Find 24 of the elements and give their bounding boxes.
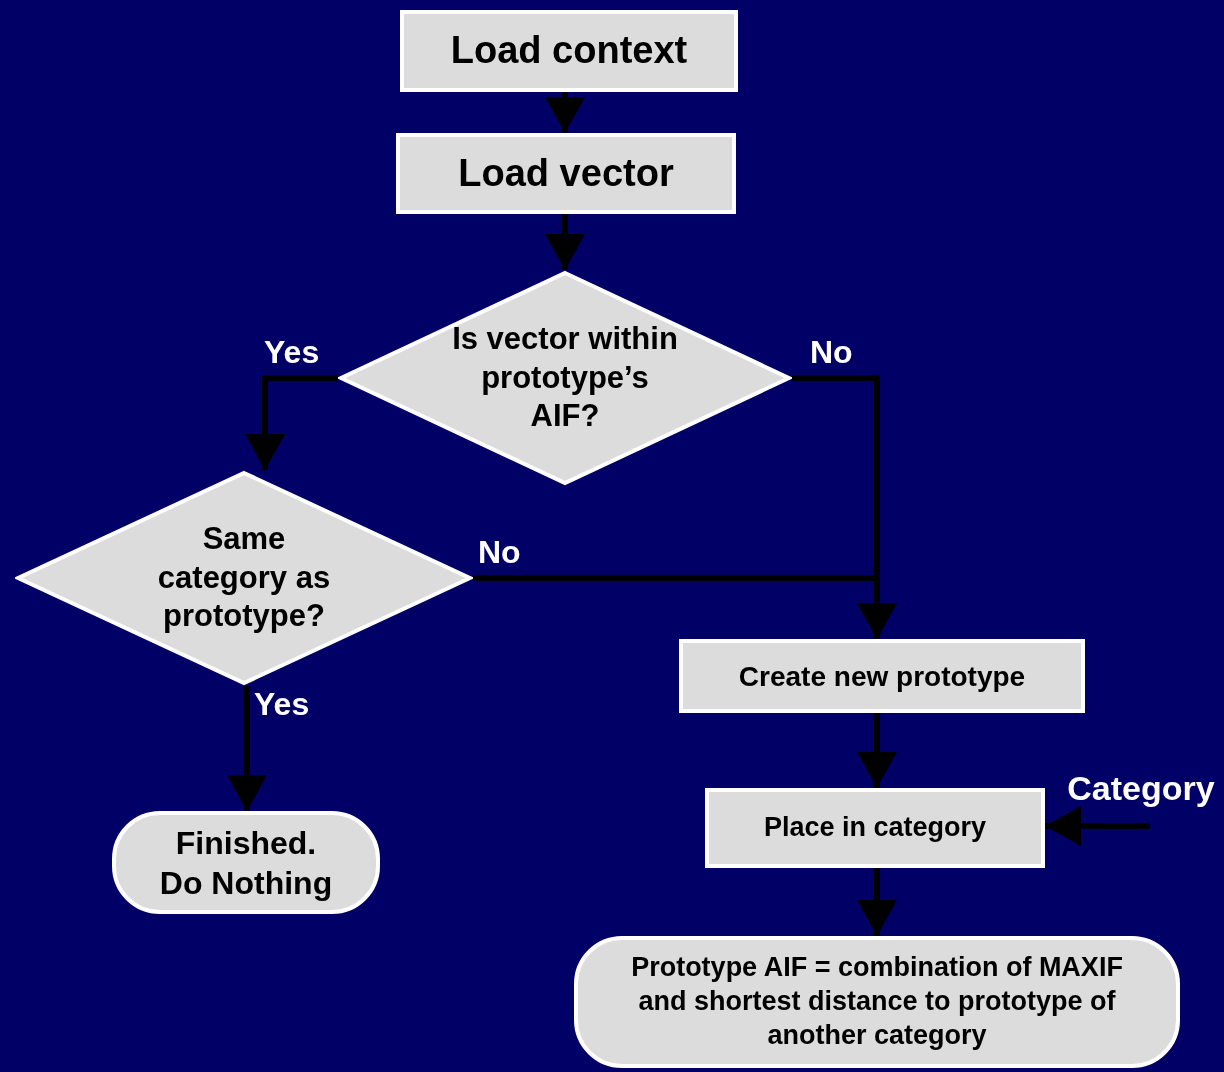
- arrow: [1045, 806, 1150, 846]
- process-box: [679, 639, 1085, 713]
- arrow: [545, 92, 585, 133]
- decision-diamond: [338, 270, 792, 486]
- process-box: [396, 133, 736, 214]
- process-box: [400, 10, 738, 92]
- node-text: Same category as prototype?: [156, 519, 332, 636]
- node-text: Finished.: [175, 823, 317, 863]
- node-text: Create new prototype: [738, 659, 1026, 694]
- node-text: Is vector within prototype’s AIF?: [451, 319, 679, 436]
- terminal-box: [574, 936, 1180, 1068]
- node-text: Load context: [450, 28, 688, 74]
- arrow: [857, 868, 897, 936]
- node-text: Load vector: [458, 150, 674, 196]
- node-text: Place in category: [763, 811, 987, 845]
- arrow: [245, 375, 338, 470]
- node-text: Do Nothing: [159, 863, 333, 903]
- arrow: [545, 214, 585, 270]
- input-label: Category: [1058, 766, 1224, 810]
- process-box: [705, 788, 1045, 868]
- node-text: Prototype AIF = combination of MAXIF and shortest distance to prototype of another category: [630, 951, 1124, 1052]
- decision-diamond: [15, 470, 473, 686]
- arrow: [227, 686, 267, 811]
- arrow: [857, 713, 897, 788]
